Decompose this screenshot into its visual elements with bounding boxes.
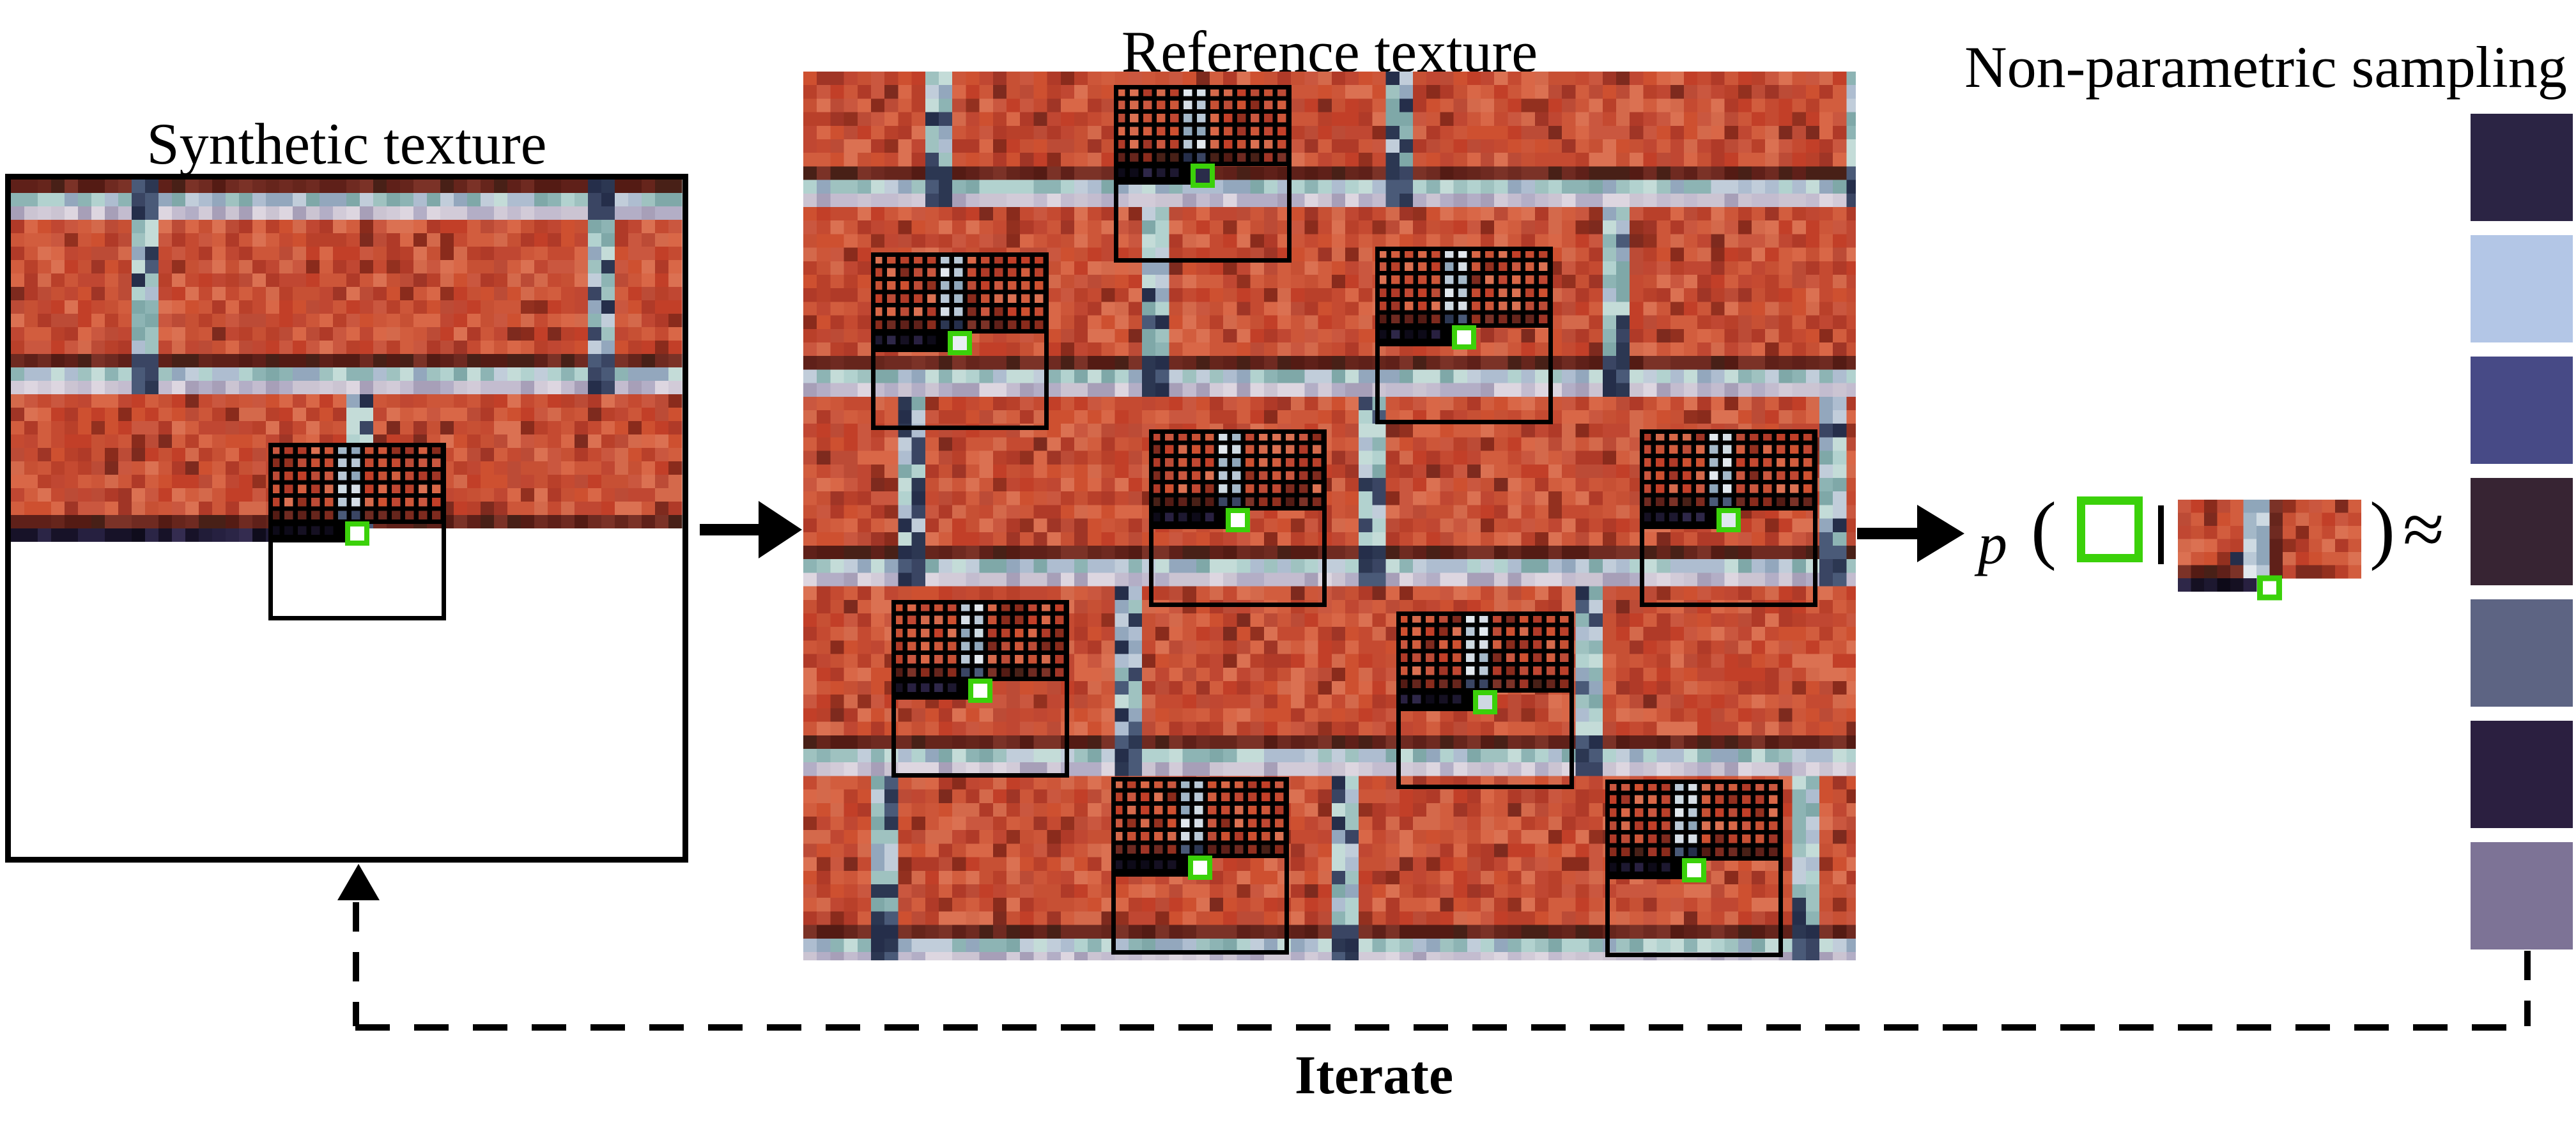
right-arrow-icon: [700, 501, 802, 558]
sampling-swatch: [2471, 235, 2573, 342]
formula-open-paren: (: [2031, 486, 2056, 571]
neighborhood-patch: [871, 252, 1049, 430]
formula-conditional-bar: [2158, 505, 2164, 564]
sampling-swatch: [2471, 599, 2573, 707]
neighborhood-patch: [891, 600, 1069, 778]
unknown-pixel-green-square: [2077, 496, 2143, 562]
synthesis-frontier-row: [11, 528, 280, 542]
sampling-swatch: [2471, 721, 2573, 828]
sampling-swatch-column: [2471, 114, 2573, 964]
feedback-dashed-line-bottom: [355, 1024, 2531, 1031]
formula-context-patch: [2178, 500, 2361, 601]
right-arrow-icon: [1857, 505, 1964, 562]
formula-approx-symbol: ≈: [2403, 488, 2444, 571]
synthetic-texture-title: Synthetic texture: [146, 111, 547, 176]
non-parametric-sampling-title: Non-parametric sampling: [1964, 35, 2567, 100]
neighborhood-patch: [1605, 780, 1783, 957]
neighborhood-patch: [268, 443, 446, 620]
neighborhood-patch: [1396, 611, 1574, 789]
synthetic-texture-image: [11, 180, 683, 528]
sampling-swatch: [2471, 842, 2573, 949]
neighborhood-patch: [1114, 85, 1292, 263]
sampling-swatch: [2471, 357, 2573, 464]
neighborhood-patch: [1111, 777, 1289, 955]
neighborhood-patch: [1375, 247, 1553, 424]
formula-close-paren: ): [2370, 486, 2395, 571]
iterate-label: Iterate: [1294, 1044, 1454, 1105]
formula-p: p: [1978, 511, 2007, 576]
neighborhood-patch: [1640, 429, 1817, 607]
feedback-dashed-line-right: [2524, 951, 2531, 1026]
reference-texture-image: [803, 72, 1856, 960]
feedback-dashed-line-left: [353, 902, 359, 1026]
neighborhood-patch: [1149, 429, 1327, 607]
sampling-swatch: [2471, 478, 2573, 585]
sampling-swatch: [2471, 114, 2573, 221]
feedback-arrowhead-icon: [337, 864, 380, 900]
